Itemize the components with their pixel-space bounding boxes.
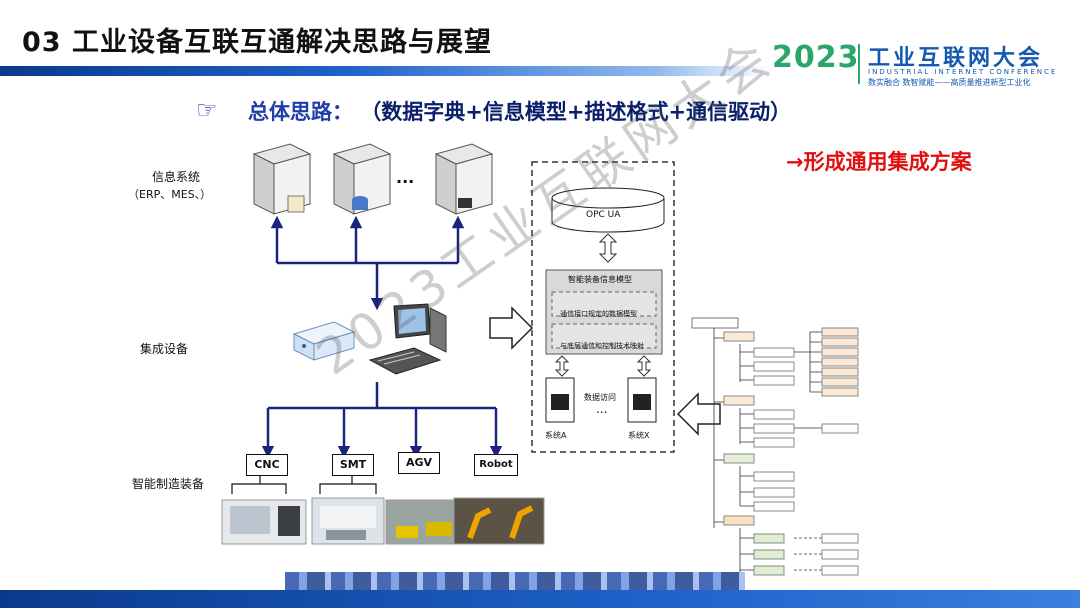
subtitle-detail: （数据字典+信息模型+描述格式+通信驱动）	[360, 100, 792, 124]
page-title: 03 工业设备互联互通解决思路与展望	[22, 27, 492, 58]
connection-arrows	[261, 215, 503, 459]
up-down-arrow-icon	[598, 233, 618, 263]
right-arrow-icon	[489, 306, 534, 350]
device-cnc: CNC	[246, 454, 288, 476]
conference-slogan: 数实融合 数智赋能——高质量推进新型工业化	[868, 78, 1031, 87]
result-text: →形成通用集成方案	[786, 150, 972, 174]
systems-ellipsis: ...	[596, 402, 608, 416]
subtitle: 总体思路： （数据字典+信息模型+描述格式+通信驱动）	[248, 96, 791, 126]
gateway-box-icon	[292, 321, 356, 361]
subtitle-lead: 总体思路：	[248, 100, 353, 124]
integration-devices	[292, 303, 447, 375]
bottom-bar	[0, 590, 1080, 608]
device-smt: SMT	[332, 454, 374, 476]
title-underline-bar	[0, 66, 770, 76]
model-title: 智能装备信息模型	[568, 275, 632, 284]
agv-photo	[385, 499, 463, 545]
model-item-1: 通信接口规定的数据模型	[560, 310, 637, 318]
equipment-label: 智能制造装备	[132, 477, 205, 491]
equipment-photos	[221, 476, 545, 545]
system-a-label: 系统A	[545, 431, 567, 440]
bottom-decoration-strip	[285, 572, 745, 590]
servers-ellipsis: ...	[396, 168, 415, 187]
integration-label: 集成设备	[140, 342, 189, 356]
data-access-label: 数据访问	[584, 393, 616, 402]
conference-year: 2023	[772, 40, 860, 75]
model-item-2: 与底层通信和控制技术映射	[560, 342, 644, 350]
system-x-label: 系统X	[628, 431, 650, 440]
info-model-diagram	[531, 161, 675, 453]
info-system-sub: （ERP、MES、）	[128, 188, 212, 201]
info-system-label: 信息系统	[152, 170, 201, 184]
conference-name: 工业互联网大会	[868, 46, 1044, 71]
server-icon	[252, 143, 312, 215]
opc-ua-label: OPC UA	[586, 210, 621, 220]
device-robot: Robot	[474, 454, 518, 476]
robot-photo	[453, 497, 545, 545]
server-icon	[434, 143, 494, 215]
up-down-arrow-icon	[554, 355, 570, 377]
logo-divider	[858, 44, 860, 84]
conference-logo: 2023 工业互联网大会 INDUSTRIAL INTERNET CONFERE…	[772, 40, 1072, 87]
cnc-machine-photo	[221, 499, 307, 545]
system-x-icon	[627, 377, 657, 423]
device-agv: AGV	[398, 452, 440, 474]
left-arrow-icon	[676, 392, 721, 436]
server-group	[252, 143, 494, 215]
opc-ua-database	[551, 187, 665, 233]
pointing-hand-icon: ☞	[196, 96, 218, 124]
conference-name-en: INDUSTRIAL INTERNET CONFERENCE	[868, 68, 1058, 76]
server-icon	[332, 143, 392, 215]
smt-machine-photo	[311, 497, 385, 545]
system-a-icon	[545, 377, 575, 423]
computer-icon	[368, 303, 447, 375]
up-down-arrow-icon	[636, 355, 652, 377]
data-dictionary-tree	[691, 317, 859, 576]
